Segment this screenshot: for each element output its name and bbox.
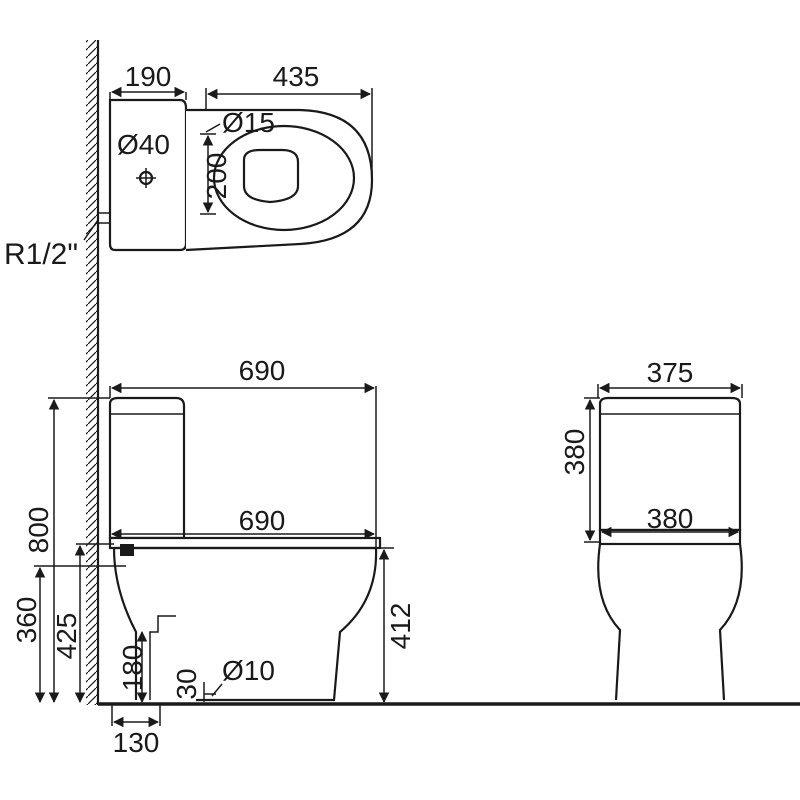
dim-bowl-length-side: 690 [239,505,286,536]
side-tank [108,396,186,540]
dim-outlet-offset: 130 [113,727,160,758]
dim-fixing-height: 30 [171,668,202,699]
dim-tank-depth: 190 [125,61,172,92]
dim-fixing-hole: Ø10 [222,655,275,686]
dim-bowl-hole: Ø15 [222,107,275,138]
dim-bowl-width: 380 [647,503,694,534]
top-view: 190 435 Ø40 Ø15 200 R1/2" [4,61,374,271]
front-tank [598,396,742,532]
flush-valve [120,544,134,556]
dim-tank-height: 380 [559,429,590,476]
side-view: 690 690 800 360 425 412 180 130 30 [11,355,416,758]
dim-tank-width: 375 [647,357,694,388]
dim-outlet-height: 180 [117,645,148,692]
side-bowl-outline [114,546,378,702]
top-tank-outline [108,98,188,252]
top-bowl-opening [242,148,300,204]
dim-inlet-hole: Ø40 [117,129,170,160]
front-view: 375 380 380 [559,357,743,701]
dim-overall-length: 690 [239,355,286,386]
inlet-thread-label: R1/2" [4,238,78,271]
dim-hole-spacing: 200 [201,153,232,200]
dim-seat-height-right: 412 [385,603,416,650]
side-seat [108,536,382,550]
dim-inlet-height: 360 [11,597,42,644]
dim-seat-height-left: 425 [51,613,82,660]
wall [86,40,100,705]
top-bowl-outline [185,108,374,252]
dim-bowl-length-top: 435 [273,61,320,92]
top-seat-ring [212,124,356,232]
inlet-fitting [97,212,111,224]
dim-overall-height: 800 [23,507,54,554]
front-bowl-right [718,543,743,701]
front-bowl-left [597,543,622,701]
